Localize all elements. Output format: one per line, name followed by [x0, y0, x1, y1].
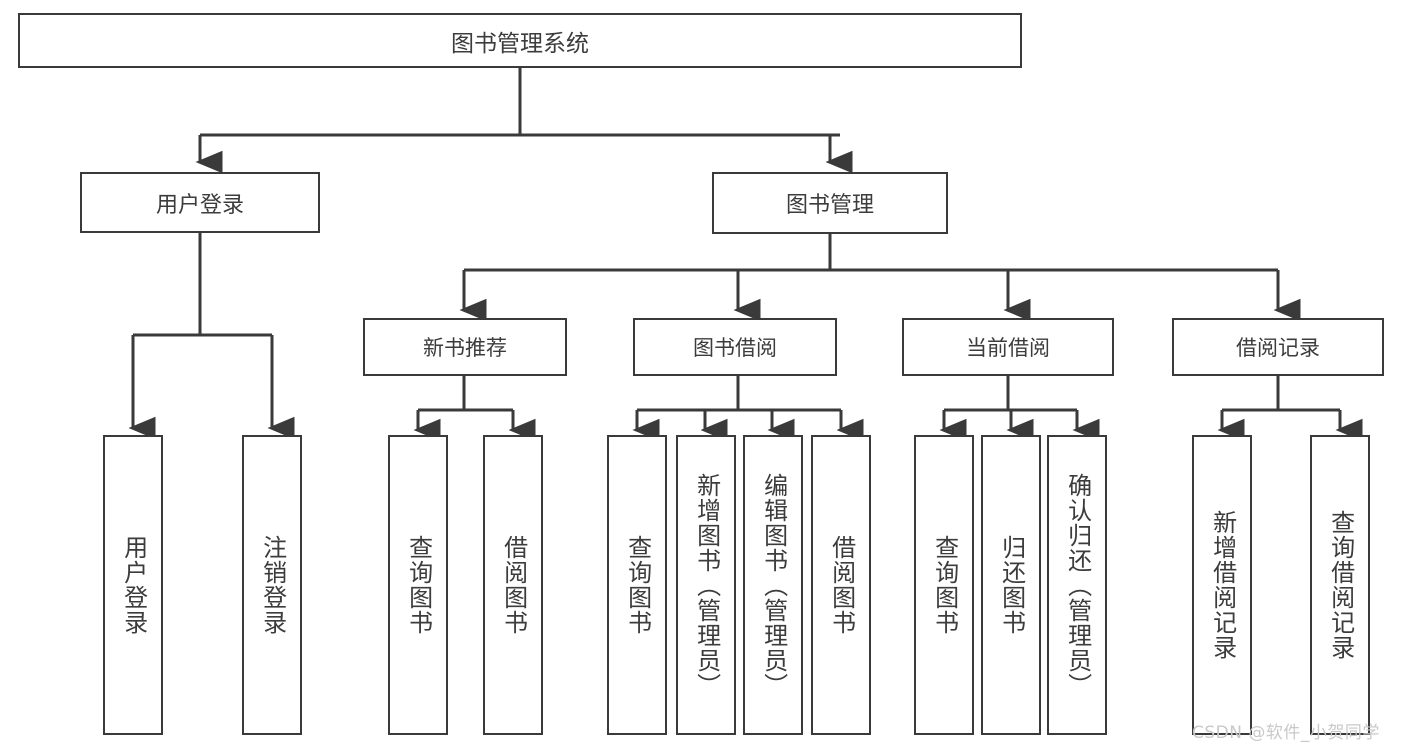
node-leaf-confirm-return-label: 确认归还（管理员） [1063, 472, 1092, 698]
csdn-watermark: CSDN @软件_小贺同学 [1192, 723, 1380, 743]
node-leaf-user-login[interactable]: 用户登录 [103, 435, 163, 735]
leaf-text-wrap: 查询借阅记录 [1312, 437, 1368, 733]
node-leaf-logout[interactable]: 注销登录 [242, 435, 302, 735]
leaf-text-wrap: 确认归还（管理员） [1049, 437, 1105, 733]
node-leaf-query-record[interactable]: 查询借阅记录 [1310, 435, 1370, 735]
node-leaf-borrow-book-1[interactable]: 借阅图书 [483, 435, 543, 735]
leaf-text-wrap: 借阅图书 [485, 437, 541, 733]
node-new-book-rec[interactable]: 新书推荐 [363, 318, 567, 376]
leaf-text-wrap: 借阅图书 [813, 437, 869, 733]
node-leaf-query-book-3[interactable]: 查询图书 [914, 435, 974, 735]
leaf-text-wrap: 新增借阅记录 [1194, 437, 1250, 733]
node-leaf-add-record[interactable]: 新增借阅记录 [1192, 435, 1252, 735]
leaf-text-wrap: 归还图书 [983, 437, 1039, 733]
leaf-text-wrap: 查询图书 [609, 437, 665, 733]
node-leaf-query-book-2[interactable]: 查询图书 [607, 435, 667, 735]
leaf-text-wrap: 注销登录 [244, 437, 300, 733]
node-leaf-user-login-label: 用户登录 [119, 535, 148, 635]
node-leaf-query-record-label: 查询借阅记录 [1326, 510, 1355, 660]
node-leaf-borrow-book-2[interactable]: 借阅图书 [811, 435, 871, 735]
node-leaf-add-book[interactable]: 新增图书（管理员） [676, 435, 736, 735]
node-current-borrow[interactable]: 当前借阅 [902, 318, 1114, 376]
node-leaf-edit-book[interactable]: 编辑图书（管理员） [743, 435, 803, 735]
leaf-text-wrap: 查询图书 [916, 437, 972, 733]
node-leaf-confirm-return[interactable]: 确认归还（管理员） [1047, 435, 1107, 735]
node-user-login-label: 用户登录 [155, 192, 244, 218]
node-book-borrow[interactable]: 图书借阅 [633, 318, 837, 376]
node-borrow-record[interactable]: 借阅记录 [1172, 318, 1384, 376]
node-leaf-query-book-1-label: 查询图书 [404, 535, 433, 635]
node-current-borrow-label: 当前借阅 [966, 336, 1050, 360]
leaf-text-wrap: 查询图书 [390, 437, 446, 733]
node-leaf-borrow-book-2-label: 借阅图书 [827, 535, 856, 635]
node-leaf-edit-book-label: 编辑图书（管理员） [759, 472, 788, 698]
node-borrow-record-label: 借阅记录 [1236, 336, 1320, 360]
node-book-manage-label: 图书管理 [785, 193, 874, 218]
node-book-borrow-label: 图书借阅 [693, 336, 777, 360]
node-leaf-query-book-2-label: 查询图书 [623, 535, 652, 635]
node-new-book-rec-label: 新书推荐 [423, 336, 507, 360]
node-book-manage[interactable]: 图书管理 [712, 172, 948, 234]
node-leaf-logout-label: 注销登录 [258, 535, 287, 635]
node-leaf-add-record-label: 新增借阅记录 [1208, 510, 1237, 660]
leaf-text-wrap: 新增图书（管理员） [678, 437, 734, 733]
node-leaf-query-book-3-label: 查询图书 [930, 535, 959, 635]
leaf-text-wrap: 用户登录 [105, 437, 161, 733]
node-leaf-query-book-1[interactable]: 查询图书 [388, 435, 448, 735]
node-leaf-borrow-book-1-label: 借阅图书 [499, 535, 528, 635]
node-root-label: 图书管理系统 [451, 30, 589, 57]
node-leaf-return-book-label: 归还图书 [997, 535, 1026, 635]
node-root[interactable]: 图书管理系统 [18, 13, 1022, 68]
node-leaf-add-book-label: 新增图书（管理员） [692, 472, 721, 698]
node-user-login[interactable]: 用户登录 [80, 172, 320, 233]
leaf-text-wrap: 编辑图书（管理员） [745, 437, 801, 733]
node-leaf-return-book[interactable]: 归还图书 [981, 435, 1041, 735]
